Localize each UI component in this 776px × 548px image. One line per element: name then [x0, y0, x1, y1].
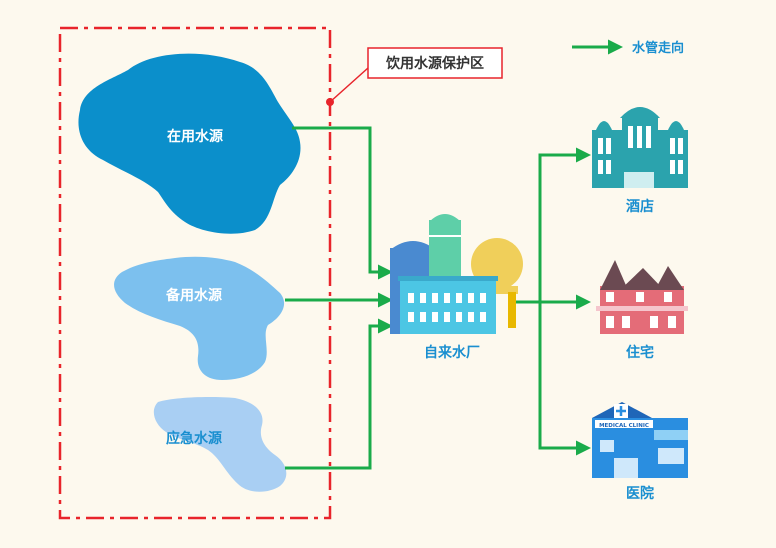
- residence-icon: 住宅: [596, 260, 688, 361]
- water-plant-label: 自来水厂: [424, 344, 480, 361]
- protection-zone: [58, 26, 332, 520]
- source-backup-label: 备用水源: [165, 287, 222, 304]
- legend-label: 水管走向: [632, 40, 684, 56]
- hotel-label: 酒店: [626, 198, 654, 215]
- source-emergency-label: 应急水源: [166, 430, 222, 447]
- hospital-label: 医院: [626, 485, 654, 502]
- pipes-out: [515, 147, 591, 456]
- pipe-in-use: [292, 126, 393, 280]
- hospital-icon: MEDICAL CLINIC 医院: [592, 402, 688, 502]
- pipes-in: [285, 126, 393, 470]
- hotel-icon: 酒店: [592, 107, 688, 215]
- source-in-use-label: 在用水源: [167, 128, 223, 145]
- water-plant-icon: 自来水厂: [390, 214, 523, 361]
- residence-label: 住宅: [626, 344, 654, 361]
- source-backup: 备用水源: [114, 256, 285, 380]
- protection-zone-callout: 饮用水源保护区: [326, 47, 503, 106]
- protection-zone-label: 饮用水源保护区: [385, 55, 484, 72]
- source-emergency: 应急水源: [153, 397, 287, 492]
- legend: 水管走向: [572, 39, 684, 56]
- pipe-emergency: [285, 318, 393, 470]
- hospital-sign: MEDICAL CLINIC: [599, 423, 649, 429]
- source-in-use: 在用水源: [78, 53, 301, 234]
